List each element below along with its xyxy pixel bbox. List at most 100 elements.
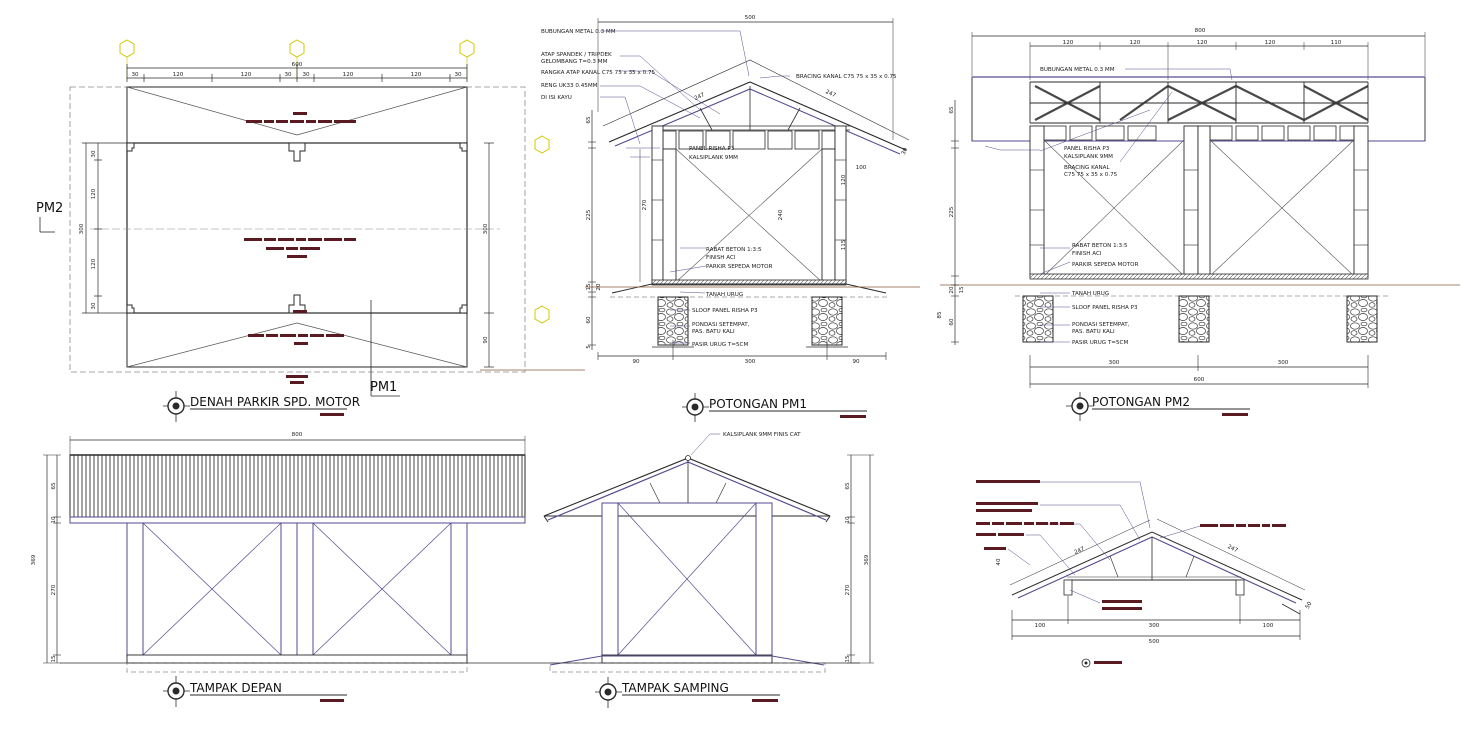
pm2-note-sloof: SLOOF PANEL RISHA P3: [1072, 305, 1138, 311]
pm2-dim-15: 15: [959, 286, 965, 294]
pm2-dim-60: 60: [949, 318, 955, 326]
pm2-title: POTONGAN PM2: [1092, 395, 1190, 409]
title-side: TAMPAK SAMPING: [595, 677, 780, 708]
slab-outline: [126, 86, 468, 368]
side-elevation: KALSIPLANK 9MM FINIS CAT 65 10 270 15 36…: [540, 432, 874, 673]
pm1-dim-270: 270: [642, 199, 648, 210]
plan-dim-7: 120: [411, 72, 422, 78]
title-plan: DENAH PARKIR SPD. MOTOR: [163, 391, 360, 422]
pm2-note-finish: FINISH ACI: [1072, 251, 1102, 257]
pm1-dim-115: 115: [841, 239, 847, 250]
pm1-dim-247b: 247: [824, 89, 837, 99]
plan-left-total: 300: [79, 223, 85, 234]
pm2-note-pondasi: PONDASI SETEMPAT,: [1072, 322, 1130, 328]
pm1-dim-100: 100: [856, 165, 867, 171]
pm2-note-pasir: PASIR URUG T=5CM: [1072, 340, 1128, 346]
pm1-note-reng: RENG UK33 0.45MM: [541, 83, 598, 89]
pm1-dim-90a: 90: [632, 359, 640, 365]
pm1-note-atap: ATAP SPANDEK / TRIPDEK: [541, 52, 612, 58]
cut-label-pm1: PM1: [370, 380, 397, 395]
pm1-dim-90b: 90: [852, 359, 860, 365]
pm1-note-gelombang: GELOMBANG T=0.3 MM: [541, 59, 608, 65]
pm2-footing-1: [1022, 295, 1054, 343]
title-pm1: POTONGAN PM1: [682, 393, 867, 422]
side-title: TAMPAK SAMPING: [621, 681, 729, 695]
plan-dim-1: 30: [131, 72, 139, 78]
pm2-note-tanah: TANAH URUG: [1071, 291, 1109, 297]
section-pm2: 800 120 120 120 120 110: [937, 28, 1460, 388]
pm2-dim-120a: 120: [1063, 40, 1074, 46]
side-dim-369: 369: [864, 554, 870, 565]
front-roof: [69, 454, 526, 518]
pm2-dim-300b: 300: [1278, 360, 1289, 366]
plan-dim-3: 120: [241, 72, 252, 78]
detail-dim-247a: 247: [1073, 546, 1086, 556]
pm1-footing-left: [657, 296, 689, 346]
roof-detail: 100 300 100 500 247 247 50 40: [976, 480, 1314, 668]
pm2-dim-120b: 120: [1130, 40, 1141, 46]
pm1-title: POTONGAN PM1: [709, 397, 807, 411]
pm2-dim-110: 110: [1331, 40, 1342, 46]
pm1-dim-247a: 247: [694, 92, 707, 102]
side-dim-270: 270: [845, 584, 851, 595]
front-dim-65: 65: [51, 482, 57, 490]
pm2-dim-85: 85: [937, 311, 943, 319]
pm1-note-batu: PAS. BATU KALI: [692, 329, 735, 335]
plan-dim-5: 30: [302, 72, 310, 78]
plan-right-dim: 300: [483, 223, 489, 234]
pm2-note-panel: PANEL RISHA P3: [1064, 146, 1110, 152]
pm1-dim-500: 500: [745, 15, 756, 21]
detail-dim-100a: 100: [1035, 623, 1046, 629]
pm2-note-kalsiplank: KALSIPLANK 9MM: [1064, 154, 1113, 160]
cut-label-pm2: PM2: [36, 201, 63, 216]
plan-dim-8: 30: [454, 72, 462, 78]
plan-left-dim-1: 30: [91, 150, 97, 158]
pm1-note-bracing: BRACING KANAL C75 75 x 35 x 0.75: [796, 74, 897, 80]
pm1-note-rangka: RANGKA ATAP KANAL C75 75 x 35 x 0.75: [541, 70, 655, 76]
detail-dim-500: 500: [1149, 639, 1160, 645]
front-elevation: 800 65 10 270 15 369: [31, 432, 540, 673]
pm1-note-pasir: PASIR URUG T=5CM: [692, 342, 748, 348]
detail-dim-50: 50: [1305, 601, 1314, 610]
detail-dim-300: 300: [1149, 623, 1160, 629]
pm2-note-parkir: PARKIR SEPEDA MOTOR: [1072, 262, 1139, 268]
side-dim-15: 15: [845, 655, 851, 663]
redacted-labels: [244, 112, 356, 384]
front-dim-10: 10: [51, 516, 57, 524]
pm1-note-tanah: TANAH URUG: [705, 292, 743, 298]
side-note-kalsiplank: KALSIPLANK 9MM FINIS CAT: [723, 432, 801, 438]
pm1-dim-225: 225: [586, 209, 592, 220]
side-dim-65: 65: [845, 482, 851, 490]
pm2-footing-2: [1178, 295, 1210, 343]
pm1-dim-5: 5: [586, 345, 592, 349]
pm1-dim-65: 65: [586, 116, 592, 124]
pm1-dim-60: 60: [586, 316, 592, 324]
plan-dim-2: 120: [173, 72, 184, 78]
pm1-dim-20: 20: [596, 283, 602, 291]
title-marks: DENAH PARKIR SPD. MOTOR POTONGAN PM1 POT…: [163, 391, 1250, 708]
pm1-note-parkir: PARKIR SEPEDA MOTOR: [706, 264, 773, 270]
plan-total-dim: 600: [292, 62, 303, 68]
pm2-note-rabat: RABAT BETON 1:3:5: [1072, 243, 1128, 249]
pm2-dim-65: 65: [949, 106, 955, 114]
pm2-note-c75: C75 75 x 35 x 0.75: [1064, 172, 1118, 178]
pm2-dim-800: 800: [1195, 28, 1206, 34]
front-dim-369: 369: [31, 554, 37, 565]
plan-right-small: 90: [483, 336, 489, 344]
plan-left-dim-2: 120: [91, 188, 97, 199]
side-dim-10: 10: [845, 516, 851, 524]
plan-dim-6: 120: [343, 72, 354, 78]
pm2-dim-120d: 120: [1265, 40, 1276, 46]
pm2-note-bracing: BRACING KANAL: [1064, 165, 1110, 171]
front-dim-270: 270: [51, 584, 57, 595]
pm1-footing-right: [811, 296, 843, 346]
pm2-dim-20: 20: [949, 286, 955, 294]
pm1-dim-300: 300: [745, 359, 756, 365]
detail-dim-247b: 247: [1226, 544, 1239, 554]
pm2-dim-120c: 120: [1197, 40, 1208, 46]
building-outline: [126, 142, 468, 314]
plan-view: 30 120 120 30 30 120 120 30 600 30 120 1…: [36, 39, 585, 397]
pm1-dim-15: 15: [586, 283, 592, 291]
pm2-dim-600: 600: [1194, 377, 1205, 383]
